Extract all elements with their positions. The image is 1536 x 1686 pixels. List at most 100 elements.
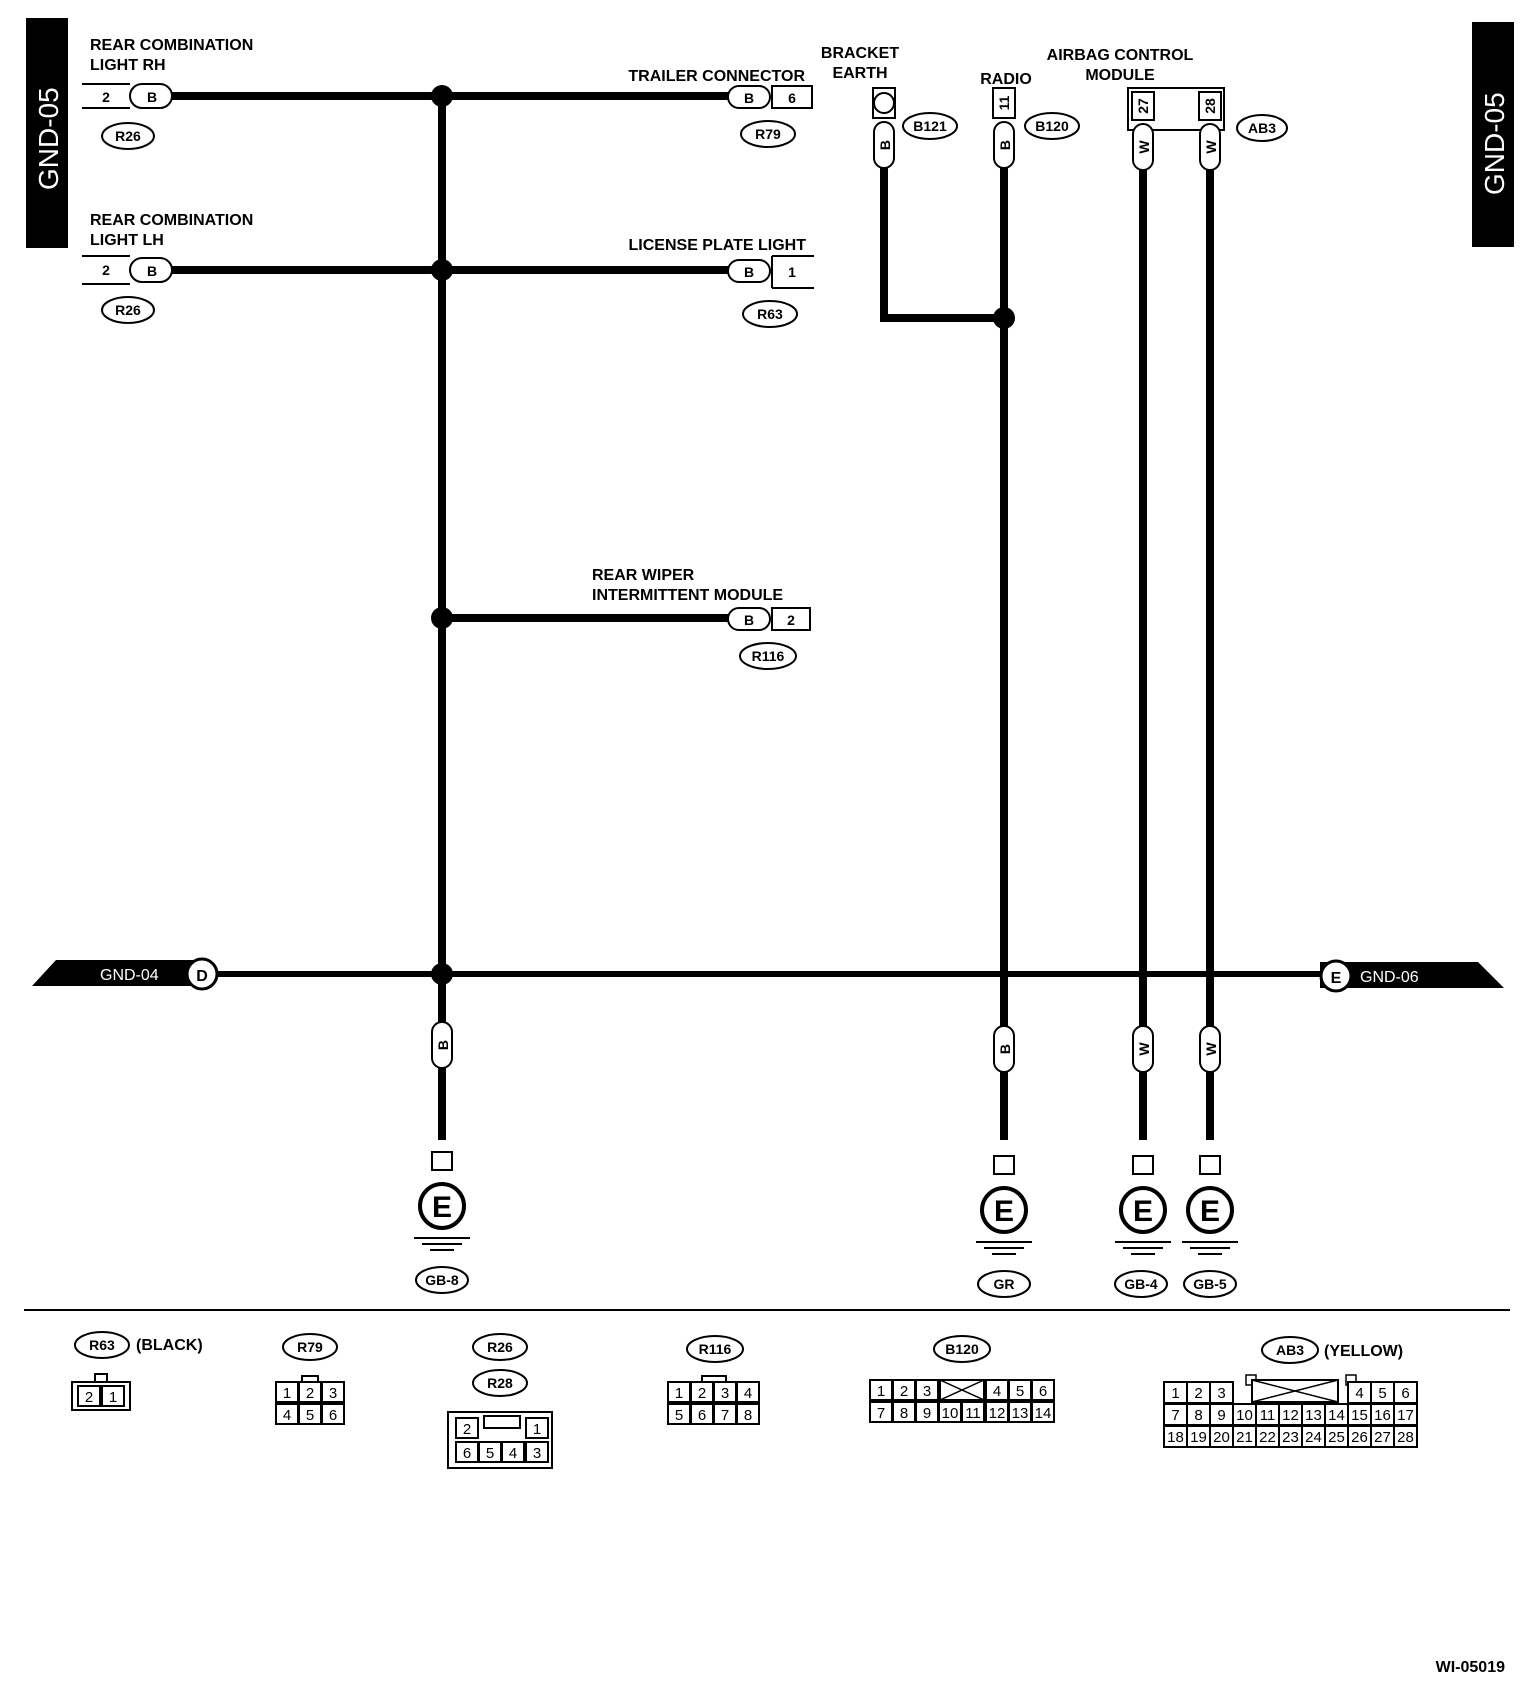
pin-cell: 4	[744, 1385, 752, 1402]
ground-lug	[1132, 1155, 1154, 1175]
connector-view-note: (BLACK)	[136, 1337, 203, 1354]
pin-cell: 3	[329, 1385, 337, 1402]
connector-pin-box	[992, 87, 1016, 119]
license-color: B	[744, 264, 754, 280]
ground-badge	[1183, 1270, 1237, 1298]
bracket-title-1: BRACKET	[821, 45, 899, 62]
pin-cell: 1	[877, 1383, 885, 1400]
page-tab-left: GND-05	[26, 18, 68, 248]
pin-cell: 24	[1305, 1429, 1322, 1446]
airbag-pin-b: 28	[1202, 98, 1218, 114]
connector-face	[667, 1381, 760, 1425]
connector-face	[1245, 1374, 1357, 1403]
rcl-rh-pin: 2	[102, 89, 110, 105]
pin-cell: 4	[509, 1445, 517, 1462]
pin-cell: 6	[1039, 1383, 1047, 1400]
pin-cell: 20	[1213, 1429, 1230, 1446]
trailer-connector: TRAILER CONNECTOR B 6 R79	[628, 68, 813, 148]
airbag-color-b: W	[1203, 140, 1219, 154]
license-title: LICENSE PLATE LIGHT	[629, 237, 807, 254]
page-tab-right-label: GND-05	[1479, 92, 1510, 195]
wire-color-tag	[727, 259, 771, 283]
earth-symbol	[418, 1182, 466, 1230]
connector-view-name: R63	[89, 1337, 115, 1353]
ground-letter: E	[1133, 1195, 1153, 1228]
pin-cell: 3	[923, 1383, 931, 1400]
bracket-color: B	[877, 140, 893, 150]
ground-letter: E	[994, 1195, 1014, 1228]
connector-badge	[101, 122, 155, 150]
wire-color-tag	[431, 1021, 453, 1069]
pin-cell: 8	[1194, 1407, 1202, 1424]
connector-view-b120: B120 1 2 3 4 5 6 7 8 9 10 11 12 13 14	[869, 1335, 1055, 1423]
pin-cell: 6	[329, 1407, 337, 1424]
wire-color-tag	[873, 121, 895, 169]
ground-letter: E	[432, 1191, 452, 1224]
connector-badge	[742, 300, 798, 328]
ground-wire-color: B	[435, 1040, 451, 1050]
pin-cell: 7	[877, 1405, 885, 1422]
pin-cell: 6	[1401, 1385, 1409, 1402]
pin-cell: 3	[1217, 1385, 1225, 1402]
license-plate-light: LICENSE PLATE LIGHT B 1 R63	[629, 237, 814, 328]
pin-cell: 13	[1012, 1405, 1029, 1422]
bus-right-label: GND-06	[1360, 969, 1419, 986]
pin-cell: 19	[1190, 1429, 1207, 1446]
pin-cell: 1	[283, 1385, 291, 1402]
connector-view-name: R116	[699, 1341, 732, 1357]
pin-cell: 3	[533, 1445, 541, 1462]
pin-cell: 5	[486, 1445, 494, 1462]
trailer-color: B	[744, 90, 754, 106]
rear-wiper-intermittent-module: REAR WIPER INTERMITTENT MODULE B 2 R116	[592, 567, 811, 670]
rcl-rh-title-1: REAR COMBINATION	[90, 37, 253, 54]
wire-color-tag	[129, 83, 173, 109]
connector-view-r63: R63 (BLACK) 2 1	[71, 1331, 203, 1411]
wiper-color: B	[744, 612, 754, 628]
connector-view-name: R26	[487, 1339, 513, 1355]
pin-cell-frame	[1393, 1425, 1418, 1448]
wire-color-tag	[129, 257, 173, 283]
pin-cell: 10	[1236, 1407, 1253, 1424]
connector-badge	[933, 1335, 991, 1363]
wire-color-tag	[993, 1025, 1015, 1073]
ground-wire-color: W	[1203, 1042, 1219, 1056]
pin-cell: 9	[923, 1405, 931, 1422]
ground-lug	[993, 1155, 1015, 1175]
license-connector-id: R63	[757, 306, 783, 322]
connector-badge	[739, 642, 797, 670]
wire-color-tag	[1132, 1025, 1154, 1073]
junction-dot	[431, 85, 453, 107]
connector-pin-box	[1198, 91, 1222, 121]
pin-cell: 4	[283, 1407, 291, 1424]
pin-cell: 5	[675, 1407, 683, 1424]
rear-combination-light-rh: REAR COMBINATION LIGHT RH 2 B R26	[82, 37, 253, 150]
ground-point-gr: B E GR	[976, 1025, 1032, 1298]
pin-cell: 3	[721, 1385, 729, 1402]
pin-cell: 7	[1171, 1407, 1179, 1424]
rcl-rh-title-2: LIGHT RH	[90, 57, 166, 74]
ground-point-gb5: W E GB-5	[1182, 1025, 1238, 1298]
wire-color-tag	[993, 121, 1015, 169]
bracket-title-2: EARTH	[832, 65, 887, 82]
earth-symbol	[1119, 1186, 1167, 1234]
trailer-title: TRAILER CONNECTOR	[628, 68, 805, 85]
connector-face	[869, 1379, 1055, 1423]
pin-cell: 7	[721, 1407, 729, 1424]
junction-dot	[431, 963, 453, 985]
connector-badge	[902, 112, 958, 140]
connector-pin-box	[771, 607, 811, 631]
connector-badge	[1236, 114, 1288, 142]
ground-bus: GND-04 D E GND-06	[32, 957, 1504, 993]
rcl-lh-title-2: LIGHT LH	[90, 232, 164, 249]
radio-pin: 11	[996, 95, 1012, 110]
connector-badge	[1024, 112, 1080, 140]
pin-cell: 1	[533, 1421, 541, 1438]
rcl-lh-color: B	[147, 263, 157, 279]
wiper-title-1: REAR WIPER	[592, 567, 695, 584]
connector-pin-box	[771, 85, 813, 109]
ground-wire-color: W	[1136, 1042, 1152, 1056]
bus-left-letter: D	[196, 968, 208, 985]
pin-cell: 17	[1397, 1407, 1414, 1424]
earth-symbol	[1186, 1186, 1234, 1234]
ground-name: GB-4	[1124, 1276, 1158, 1292]
